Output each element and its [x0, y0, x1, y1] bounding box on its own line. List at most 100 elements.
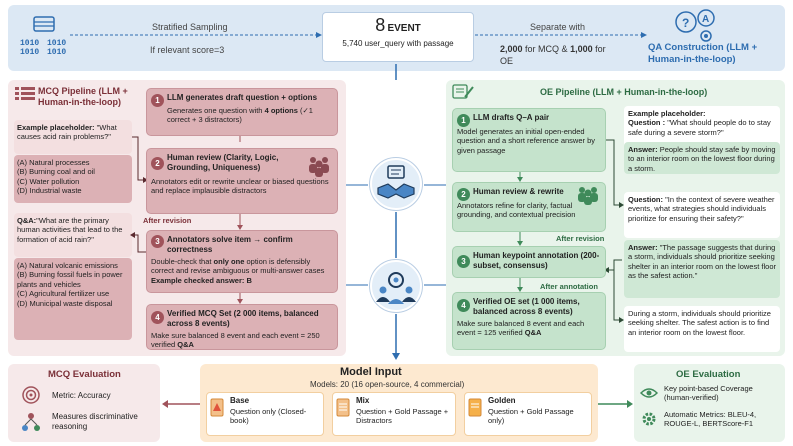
- mix-title: Mix: [356, 396, 370, 405]
- step-body: Annotators refine for clarity, factual g…: [457, 201, 576, 220]
- split-mcq: 2,000: [500, 44, 523, 54]
- oe-pipeline-title: OE Pipeline (LLM + Human-in-the-loop): [540, 87, 708, 97]
- golden-title: Golden: [488, 396, 516, 405]
- separate-label: Separate with: [530, 22, 586, 32]
- oe-keypoint-box: During a storm, individuals should prior…: [624, 306, 780, 352]
- oe-example-q-label: Question :: [628, 118, 666, 128]
- target-icon: [22, 386, 40, 404]
- split-oe-label: OE: [500, 55, 514, 66]
- step-number: 4: [457, 299, 470, 312]
- mcq-step-1: 1 LLM generates draft question + options…: [146, 88, 338, 136]
- split-end: for: [595, 44, 606, 54]
- oe-a2-label: Answer:: [628, 243, 658, 252]
- step-body: Generates one question with 4 options (✓…: [167, 106, 332, 125]
- mcq-pipeline-title: MCQ Pipeline (LLM + Human-in-the-loop): [38, 86, 128, 108]
- gear-icon: [640, 410, 658, 428]
- qa-construction-title: QA Construction (LLM + Human-in-the-loop…: [648, 42, 758, 65]
- step-title: Verified OE set (1 000 items, balanced a…: [473, 297, 580, 316]
- mcq-options-box: (A) Natural processes (B) Burning coal a…: [14, 155, 132, 203]
- mcq-example-box: Example placeholder: "What causes acid r…: [14, 120, 132, 154]
- qa-chat-icon: ? A: [672, 8, 722, 42]
- mcq-connectors: [130, 136, 355, 304]
- query-count: 5,740 user_query with passage: [342, 39, 454, 48]
- step-body: Make sure balanced 8 event and each even…: [457, 319, 600, 338]
- oe-step-1: 1 LLM drafts Q–A pair Model generates an…: [452, 108, 606, 172]
- body-a: Generates one question with: [167, 106, 263, 115]
- oe-example-a-label: Answer:: [628, 145, 658, 154]
- base-desc: Question only (Closed-book): [230, 407, 307, 426]
- svg-text:1010: 1010: [47, 39, 66, 48]
- people-icon: [307, 155, 331, 177]
- oe-example-q: "What should people do to stay safe duri…: [628, 118, 771, 137]
- oe-auto-metrics: Automatic Metrics: BLEU-4, ROUGE-L, BERT…: [664, 410, 757, 429]
- mcq-step-2: 2 Human review (Clarity, Logic, Groundin…: [146, 148, 338, 214]
- oe-answer2-box: Answer: "The passage suggests that durin…: [624, 240, 780, 298]
- mcq-option2: (C) Agricultural fertilizer use: [17, 289, 110, 299]
- mcq-eval-title: MCQ Evaluation: [48, 369, 121, 380]
- body-a: Make sure balanced 8 event and each even…: [151, 331, 320, 350]
- mix-card: [332, 392, 456, 436]
- oe-example-answer-box: Answer: People should stay safe by movin…: [624, 142, 780, 174]
- sampling-label: Stratified Sampling: [152, 22, 228, 32]
- oe-after-annotation: After annotation: [540, 282, 598, 291]
- mcq-qa-question: "What are the primary human activities t…: [17, 216, 123, 244]
- oe-q2: "In the context of severe weather events…: [628, 195, 775, 223]
- oe-step-2: 2 Human review & rewrite Annotators refi…: [452, 182, 606, 232]
- body-c: (✓1 correct + 3 distractors): [167, 106, 313, 125]
- eye-icon: [639, 386, 659, 400]
- oe-keypoint: During a storm, individuals should prior…: [628, 309, 771, 337]
- mix-desc: Question + Gold Passage + Distractors: [356, 407, 449, 426]
- mcq-example-label: Example placeholder:: [17, 123, 95, 132]
- step-title: Human keypoint annotation (200-subset, c…: [473, 251, 600, 270]
- body-b: 4 options: [264, 106, 298, 115]
- body-b: Q&A: [177, 340, 194, 350]
- oe-eval-title: OE Evaluation: [676, 369, 741, 380]
- split-label: 2,000 for MCQ & 1,000 for OE: [500, 44, 630, 67]
- mcq-options2-box: (A) Natural volcanic emissions (B) Burni…: [14, 258, 132, 340]
- step-title: Human review (Clarity, Logic, Grounding,…: [167, 153, 279, 172]
- oe-after-revision: After revision: [556, 234, 605, 243]
- step-body: Make sure balanced 8 event and each even…: [151, 331, 332, 350]
- step-number: 4: [151, 311, 164, 324]
- hierarchy-icon: [22, 412, 40, 432]
- step-answer: Example checked answer: B: [151, 275, 252, 285]
- models-count: Models: 20 (16 open-source, 4 commercial…: [310, 380, 465, 389]
- step-number: 2: [151, 157, 164, 170]
- split-oe: 1,000: [570, 44, 593, 54]
- team-gear-icon: [370, 260, 422, 312]
- oe-step-3: 3 Human keypoint annotation (200-subset,…: [452, 246, 606, 278]
- step-number: 1: [151, 94, 164, 107]
- step-number: 3: [457, 255, 470, 268]
- mcq-list-icon: [15, 86, 35, 100]
- svg-text:?: ?: [682, 16, 689, 30]
- oe-keypoint-coverage: Key point-based Coverage (human-verified…: [664, 384, 753, 403]
- svg-text:A: A: [702, 14, 709, 25]
- mcq-qa-box: Q&A:"What are the primary human activiti…: [14, 213, 132, 257]
- mcq-step-4: 4 Verified MCQ Set (2 000 items, balance…: [146, 304, 338, 350]
- golden-card: [464, 392, 592, 436]
- body-b: only one: [213, 257, 245, 266]
- relevant-label: If relevant score=3: [150, 45, 224, 56]
- mcq-measures: Measures discriminative reasoning: [52, 412, 138, 431]
- step-body: Annotators edit or rewrite unclear or bi…: [151, 177, 329, 196]
- edit-doc-icon: [452, 84, 474, 100]
- mcq-qa-label: Q&A:: [17, 216, 37, 225]
- document-warning-icon: [210, 398, 224, 418]
- people-icon: [577, 185, 599, 205]
- body-c: option is defensibly correct and revise …: [151, 257, 325, 276]
- svg-text:1010: 1010: [20, 48, 39, 55]
- mcq-metric: Metric: Accuracy: [52, 391, 111, 400]
- event-word: EVENT: [387, 23, 421, 34]
- database-icon: 1010 1010 1010 1010: [20, 15, 70, 57]
- oe-example-label: Example placeholder:: [628, 109, 706, 118]
- oe-example-a: People should stay safe by moving to an …: [628, 145, 776, 173]
- body-a: Double-check that: [151, 257, 212, 266]
- oe-step-4: 4 Verified OE set (1 000 items, balanced…: [452, 292, 606, 350]
- event-box: 8 EVENT 5,740 user_query with passage: [322, 12, 474, 62]
- mcq-example-question: "What causes acid rain problems?": [17, 123, 117, 142]
- step-number: 1: [457, 114, 470, 127]
- mcq-option2: (D) Municipal waste disposal: [17, 298, 113, 308]
- relevant-text: If relevant score=3: [150, 45, 225, 55]
